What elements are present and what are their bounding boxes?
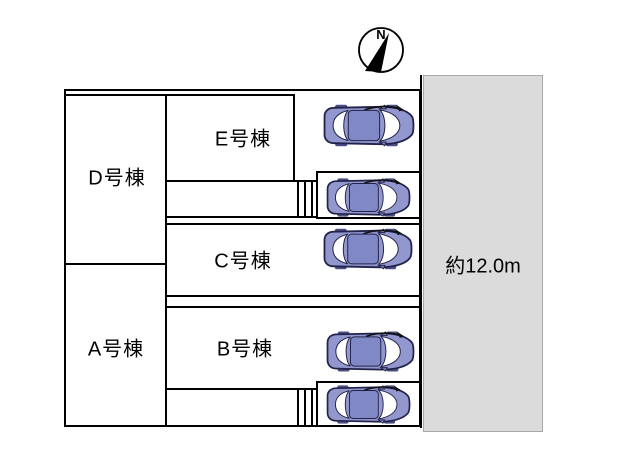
- road-width-label: 約12.0m: [445, 255, 521, 278]
- walkway-bottom: [165, 388, 318, 427]
- car-icon-1: [322, 103, 417, 148]
- car-icon-4: [324, 330, 418, 373]
- compass-icon: N: [356, 24, 408, 78]
- plot-label-d: D号棟: [88, 167, 146, 190]
- plot-a: [64, 263, 167, 427]
- walkway-top: [165, 180, 318, 218]
- stairs-top-icon: [297, 182, 317, 216]
- site-right-border: [420, 75, 422, 428]
- car-icon-2: [324, 177, 414, 218]
- compass-needle-icon: [365, 33, 389, 72]
- plot-label-b: B号棟: [216, 338, 274, 361]
- car-icon-5: [324, 384, 414, 425]
- compass-north-label: N: [376, 27, 385, 42]
- plot-label-e: E号棟: [214, 128, 272, 151]
- car-icon-3: [322, 227, 415, 271]
- road-strip: [423, 75, 543, 432]
- stairs-bottom-icon: [297, 390, 317, 425]
- plot-label-a: A号棟: [87, 338, 145, 361]
- plot-label-c: C号棟: [214, 250, 272, 273]
